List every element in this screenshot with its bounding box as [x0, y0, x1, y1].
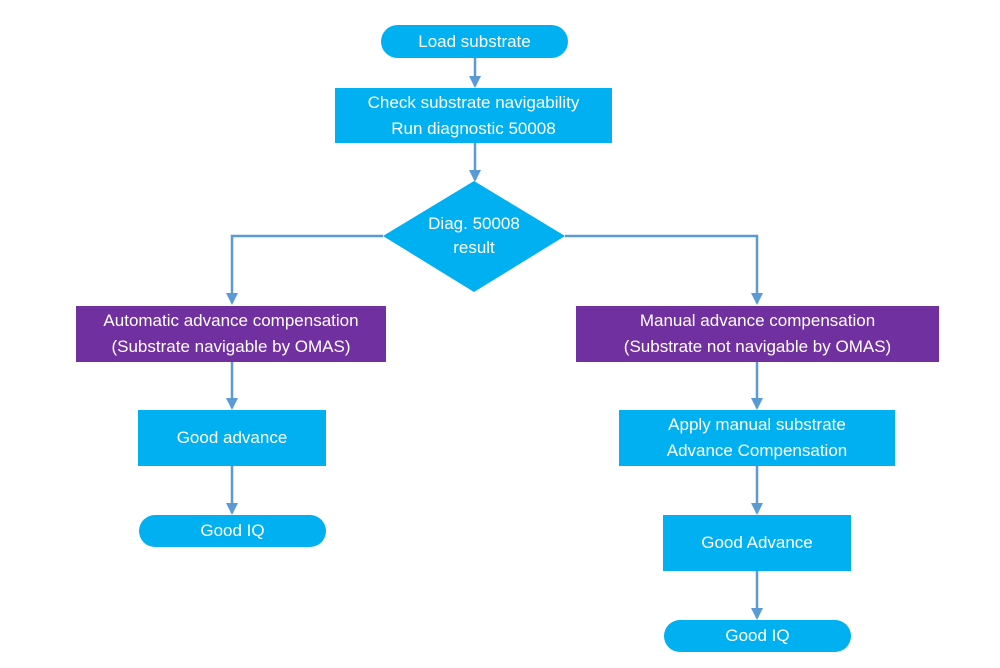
automatic-compensation-sublabel: (Substrate navigable by OMAS)	[111, 337, 351, 356]
good-iq-left-node: Good IQ	[139, 515, 326, 547]
good-iq-right-node: Good IQ	[664, 620, 851, 652]
decision-diamond	[383, 181, 565, 292]
good-advance-right-label: Good Advance	[701, 533, 813, 552]
good-advance-left-label: Good advance	[176, 428, 288, 447]
connector-decision-manual	[565, 234, 763, 305]
advance-compensation-label: Advance Compensation	[666, 441, 848, 460]
decision-label: Diag. 50008 result	[383, 208, 565, 264]
manual-compensation-label: Manual advance compensation	[639, 311, 876, 330]
check-navigability-label: Check substrate navigability	[367, 92, 580, 112]
apply-manual-label: Apply manual substrate	[668, 415, 846, 434]
load-substrate-label: Load substrate	[418, 31, 531, 51]
connector-decision-auto	[226, 234, 383, 305]
apply-manual-compensation-node: Apply manual substrate Advance Compensat…	[619, 410, 895, 466]
manual-compensation-sublabel: (Substrate not navigable by OMAS)	[623, 337, 892, 356]
good-advance-left-node: Good advance	[138, 410, 326, 466]
automatic-compensation-node: Automatic advance compensation (Substrat…	[76, 306, 386, 362]
automatic-compensation-label: Automatic advance compensation	[103, 311, 359, 330]
manual-compensation-node: Manual advance compensation (Substrate n…	[576, 306, 939, 362]
decision-label-line1: Diag. 50008	[428, 214, 520, 233]
load-substrate-node: Load substrate	[381, 25, 568, 58]
good-iq-left-label: Good IQ	[200, 521, 265, 540]
good-iq-right-label: Good IQ	[725, 626, 790, 645]
good-advance-right-node: Good Advance	[663, 515, 851, 571]
decision-label-line2: result	[453, 238, 495, 257]
check-navigability-node: Check substrate navigability Run diagnos…	[335, 88, 612, 143]
run-diagnostic-label: Run diagnostic 50008	[391, 118, 556, 138]
